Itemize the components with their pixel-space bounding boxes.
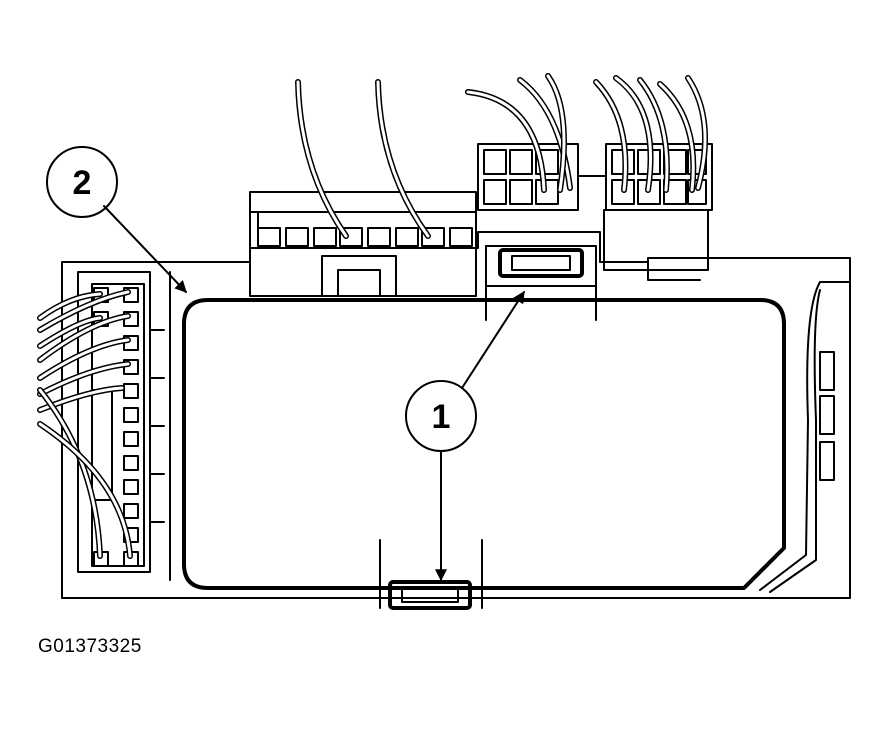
top-left-wires — [295, 79, 431, 239]
top-clip — [485, 245, 597, 321]
left-rib-marks — [149, 329, 165, 523]
callout-1-label: 1 — [432, 398, 451, 436]
bottom-clip — [379, 539, 483, 610]
top-left-connector — [249, 191, 477, 297]
callout-2-label: 2 — [73, 164, 92, 202]
top-right-wires — [465, 73, 709, 193]
callout-2: 2 — [46, 146, 187, 293]
retaining-clips — [379, 245, 597, 610]
callout-1: 1 — [405, 290, 525, 582]
left-terminals — [93, 287, 139, 567]
module-housing-outline — [182, 298, 786, 590]
right-vents — [819, 351, 835, 481]
figure-id: G01373325 — [38, 636, 142, 657]
left-wires — [37, 289, 133, 559]
